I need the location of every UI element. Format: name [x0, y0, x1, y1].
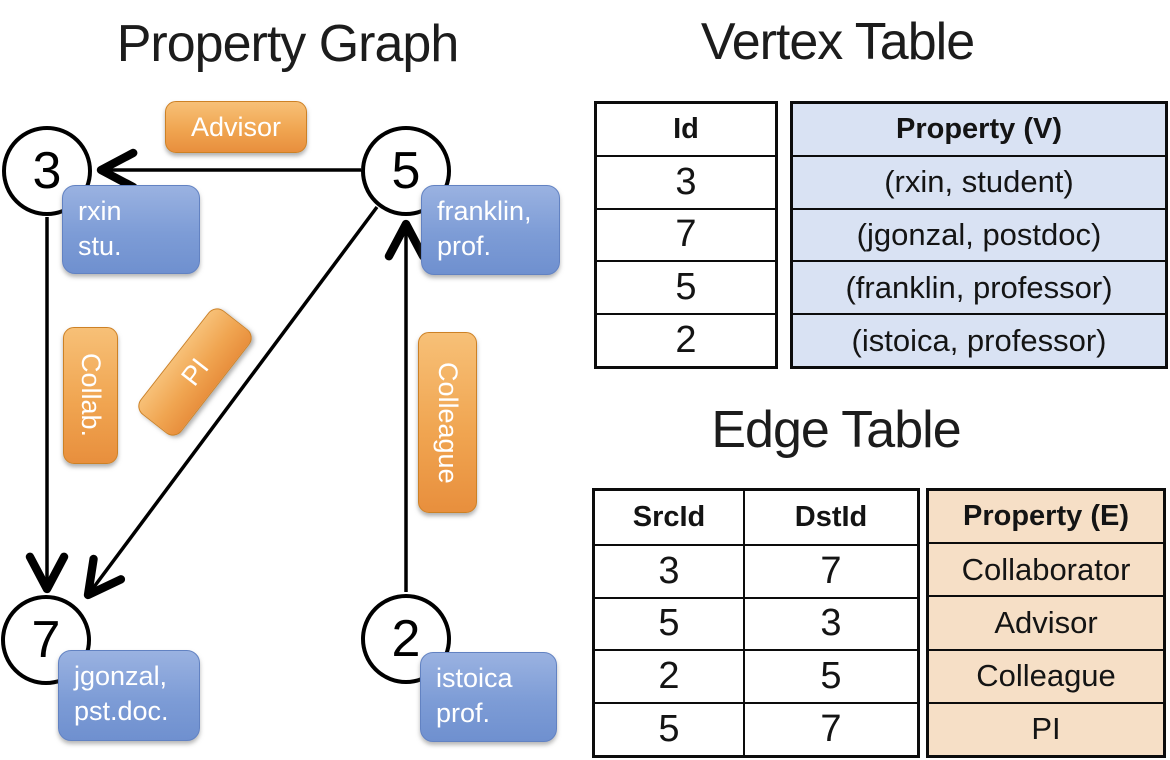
edge-label-advisor: Advisor [165, 101, 307, 153]
vertex-table-header-property: Property (V) [793, 104, 1165, 155]
vertex-table-property-cell: (istoica, professor) [793, 313, 1165, 366]
edge-table-src-cell: 2 [595, 649, 743, 702]
vertex-property-box-rxin: rxin stu. [62, 185, 200, 274]
vertex-table-property-cell: (jgonzal, postdoc) [793, 207, 1165, 261]
vertex-table-id-cell: 2 [597, 313, 775, 366]
vertex-table-property-cell: (rxin, student) [793, 154, 1165, 208]
vertex-table-id-cell: 7 [597, 207, 775, 261]
vertex-property-box-istoica: istoica prof. [420, 652, 557, 742]
property-graph-title: Property Graph [116, 15, 460, 73]
vertex-property-line2: prof. [437, 231, 492, 262]
edge-label-text: PI [174, 352, 215, 391]
edge-label-collab: Collab. [63, 327, 118, 464]
node-id-label: 5 [391, 142, 421, 200]
edge-table-header-srcid: SrcId [632, 500, 706, 533]
edge-table-src-cell: 5 [595, 702, 743, 755]
vertex-property-line1: franklin, [437, 196, 532, 226]
node-id-label: 7 [31, 611, 61, 669]
edge-table-property-cell: PI [929, 701, 1163, 756]
edge-table-title: Edge Table [711, 401, 961, 459]
vertex-property-box-jgonzal: jgonzal, pst.doc. [58, 650, 200, 741]
edge-label-text: Collab. [76, 353, 106, 438]
vertex-property-line1: jgonzal, [74, 661, 168, 691]
edge-table-dst-cell: 7 [743, 702, 917, 755]
edge-label-text: Advisor [190, 111, 282, 142]
edge-table-dst-cell: 5 [743, 649, 917, 703]
edge-table-property-cell: Collaborator [929, 542, 1163, 596]
vertex-table-property-cell: (franklin, professor) [793, 260, 1165, 314]
vertex-table-id-cell: 3 [597, 154, 775, 208]
vertex-property-line2: pst.doc. [74, 696, 169, 727]
edge-table-src-cell: 3 [595, 543, 743, 597]
vertex-property-line2: stu. [78, 231, 122, 262]
edge-label-text: Colleague [433, 361, 463, 484]
graph-node-2: 2 [361, 594, 451, 684]
vertex-property-line1: istoica [436, 663, 513, 693]
graph-edges-layer [25, 148, 428, 600]
vertex-table-id-cell: 5 [597, 260, 775, 313]
node-id-label: 2 [391, 610, 421, 668]
vertex-property-line1: rxin [78, 196, 122, 226]
edge-table-property-column: Property (E) Collaborator Advisor Collea… [926, 488, 1166, 758]
edge-table-dst-cell: 7 [743, 543, 917, 597]
graph-node-5: 5 [361, 126, 451, 216]
vertex-table-property-column: Property (V) (rxin, student) (jgonzal, p… [790, 101, 1168, 369]
vertex-property-line2: prof. [436, 698, 491, 729]
edge-table-srcdst-columns: SrcId DstId 3 7 5 3 2 5 5 7 [592, 488, 920, 758]
node-id-label: 3 [32, 142, 62, 200]
edge-table-src-cell: 5 [595, 596, 743, 650]
edge-line-pi-5-to-7 [83, 205, 379, 600]
vertex-table-header-id: Id [673, 112, 699, 145]
vertex-table-title: Vertex Table [700, 13, 975, 71]
vertex-table-id-column: Id 3 7 5 2 [594, 101, 778, 369]
edge-label-colleague: Colleague [418, 332, 477, 513]
edge-table-property-cell: Colleague [929, 648, 1163, 702]
edge-table-header-property: Property (E) [929, 491, 1163, 543]
edge-table-header-dstid: DstId [743, 491, 917, 544]
vertex-property-box-franklin: franklin, prof. [421, 185, 560, 275]
edge-table-property-cell: Advisor [929, 595, 1163, 649]
edge-table-dst-cell: 3 [743, 596, 917, 650]
